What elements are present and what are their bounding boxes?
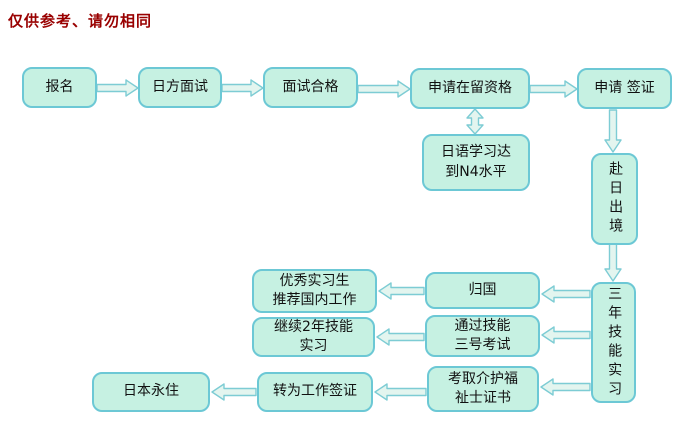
- node-pass-skill-exam-3: 通过技能 三号考试: [425, 315, 540, 357]
- flow-arrow-return-home-to-recommend-domestic-job: [378, 282, 425, 300]
- node-depart-to-japan: 赴日出境: [591, 153, 638, 245]
- flow-arrow-apply-residence-status-to-japanese-n4: [466, 108, 484, 135]
- node-return-home: 归国: [425, 272, 540, 309]
- node-apply-residence-status: 申请在留资格: [410, 68, 530, 109]
- flow-arrow-japan-interview-to-interview-passed: [221, 79, 264, 97]
- node-interview-passed: 面试合格: [263, 67, 358, 108]
- node-convert-work-visa: 转为工作签证: [257, 372, 373, 412]
- node-caregiver-certificate: 考取介护福 祉士证书: [427, 366, 539, 412]
- page-title: 仅供参考、请勿相同: [8, 12, 153, 30]
- flow-arrow-signup-to-japan-interview: [96, 79, 139, 97]
- flow-arrow-apply-visa-to-depart-to-japan: [604, 109, 622, 153]
- node-japan-interview: 日方面试: [138, 67, 222, 108]
- node-signup: 报名: [22, 67, 97, 108]
- node-apply-visa: 申请 签证: [577, 68, 672, 109]
- flow-arrow-interview-passed-to-apply-residence-status: [357, 80, 411, 98]
- flow-arrow-three-year-training-to-caregiver-certificate: [540, 378, 591, 396]
- flow-arrow-apply-residence-status-to-apply-visa: [529, 80, 578, 98]
- flow-arrow-depart-to-japan-to-three-year-training: [604, 243, 622, 282]
- flow-arrow-convert-work-visa-to-japan-permanent-residence: [211, 383, 257, 401]
- flow-arrow-three-year-training-to-pass-skill-exam-3: [541, 326, 591, 344]
- node-japanese-n4: 日语学习达 到N4水平: [422, 134, 530, 191]
- flow-arrow-pass-skill-exam-3-to-continue-2year-training: [376, 328, 425, 346]
- flow-arrow-three-year-training-to-return-home: [541, 285, 591, 303]
- node-continue-2year-training: 继续2年技能 实习: [252, 317, 375, 357]
- node-recommend-domestic-job: 优秀实习生 推荐国内工作: [252, 269, 377, 313]
- node-japan-permanent-residence: 日本永住: [92, 372, 210, 412]
- node-three-year-training: 三年技能实习: [591, 282, 636, 403]
- flow-arrow-caregiver-certificate-to-convert-work-visa: [374, 383, 427, 401]
